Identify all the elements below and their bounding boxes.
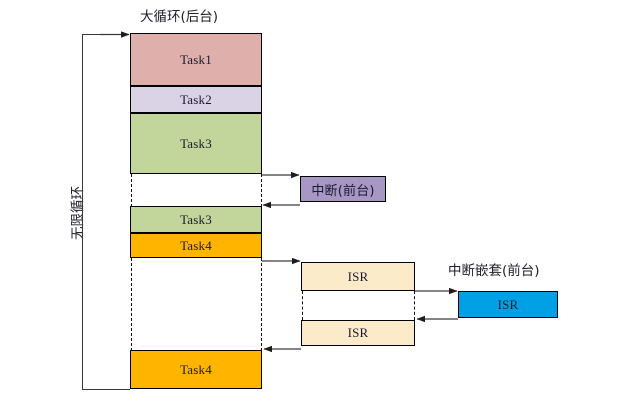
guide-dash-left-upper: [131, 174, 132, 207]
infinite-loop-label: 无限循环: [70, 186, 86, 240]
guide-dash-left-lower: [131, 258, 132, 351]
title-nested-interrupt: 中断嵌套(前台): [448, 263, 540, 279]
nested-isr-box: ISR: [458, 291, 558, 318]
task-block-task1: Task1: [130, 33, 262, 86]
guide-dash-isr-left: [302, 291, 303, 320]
loop-bottom-line: [82, 389, 130, 390]
task-block-task3: Task3: [130, 113, 262, 174]
task-block-task2: Task2: [130, 86, 262, 113]
loop-vertical-line: [82, 34, 83, 390]
guide-dash-right-lower: [261, 258, 262, 351]
task-block-task4: Task4: [130, 233, 262, 258]
guide-dash-right-upper: [261, 174, 262, 207]
interrupt-foreground-box: 中断(前台): [300, 176, 386, 202]
isr-box-first: ISR: [301, 262, 415, 291]
loop-top-line: [82, 34, 126, 35]
task-block-task3-resumed: Task3: [130, 206, 262, 233]
isr-box-second: ISR: [301, 320, 415, 346]
title-background-loop: 大循环(后台): [140, 9, 219, 25]
guide-dash-isr-right: [414, 291, 415, 320]
task-block-task4-resumed: Task4: [130, 350, 262, 389]
